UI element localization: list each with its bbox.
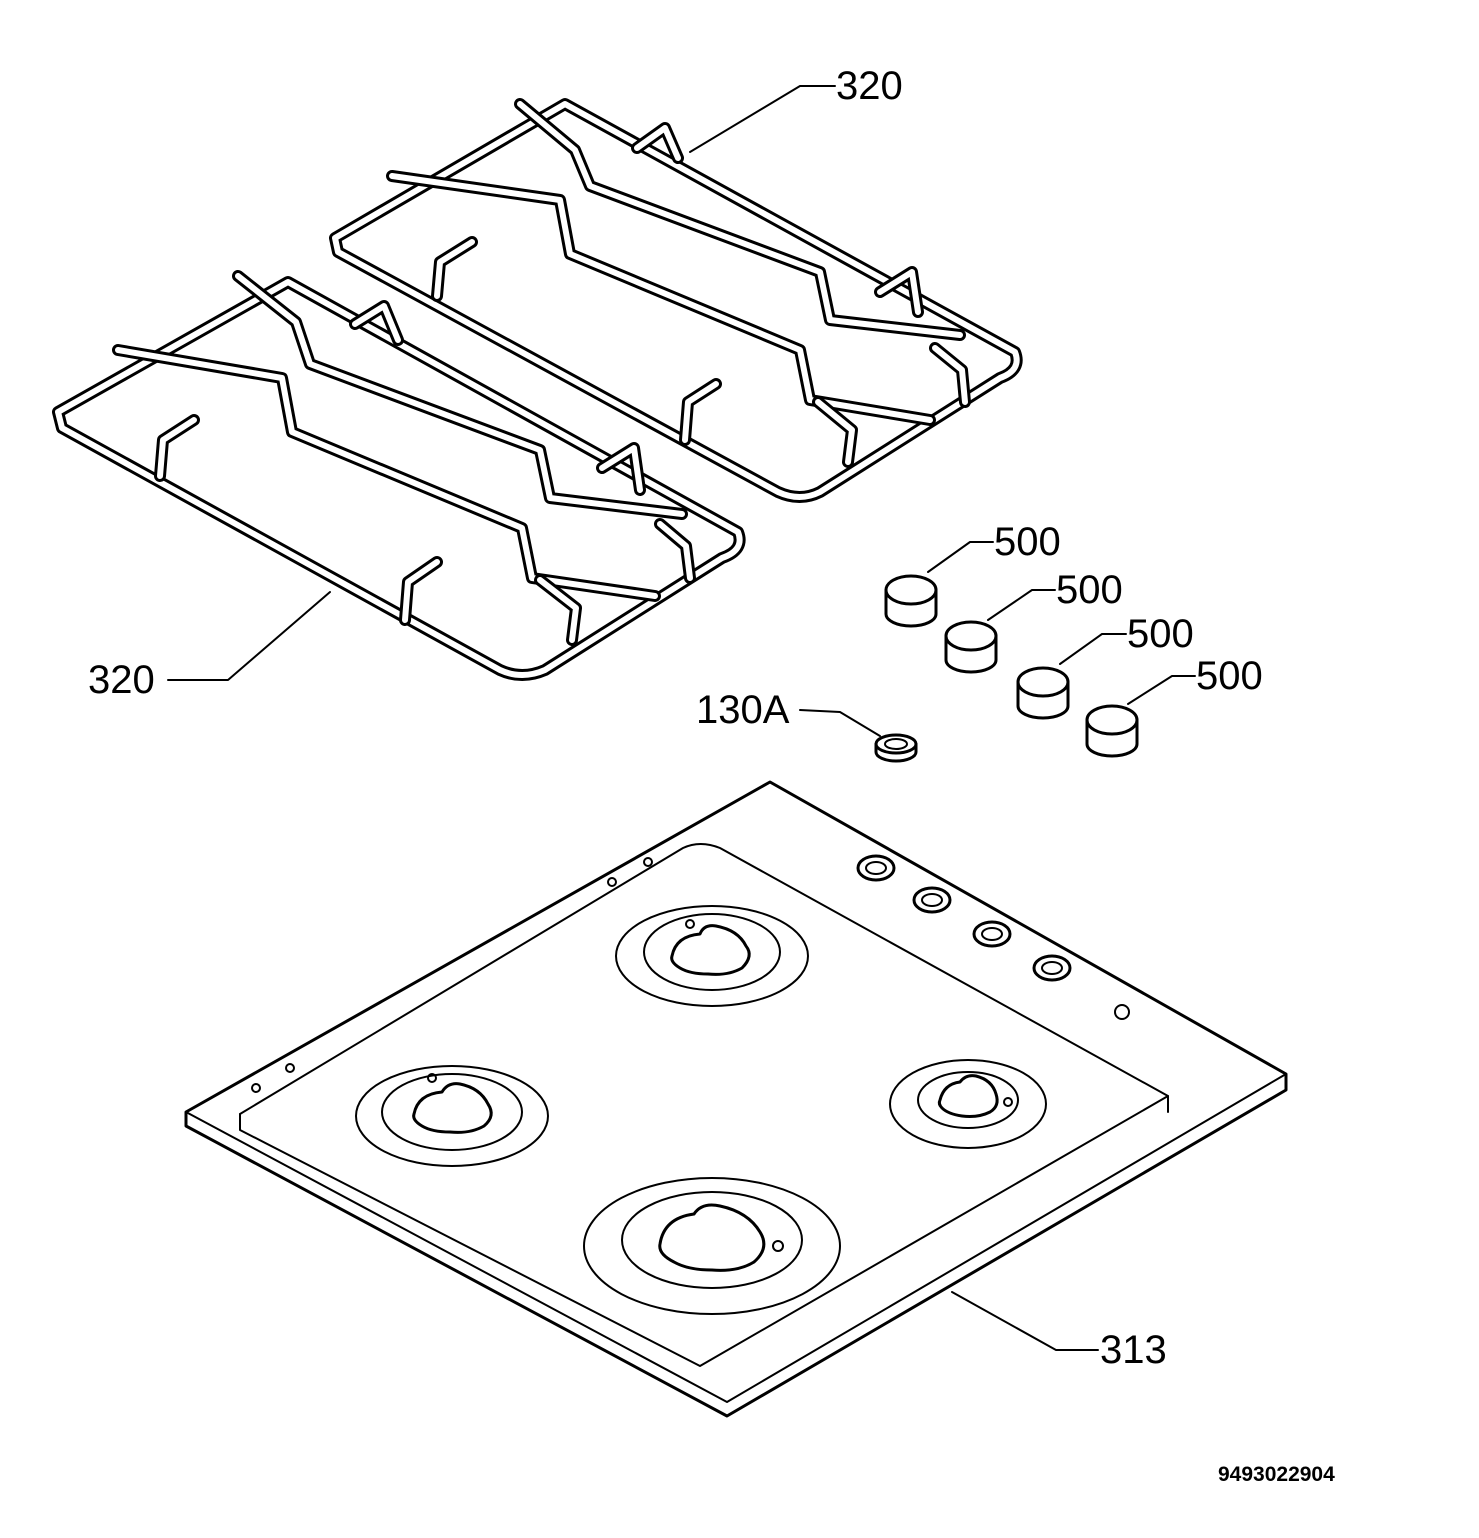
hob-top-plate	[184, 780, 1288, 1418]
leader-hob-top	[951, 1291, 1099, 1351]
leader-seal	[799, 709, 881, 737]
grid-front-wave-bars	[112, 270, 688, 602]
grid-front-fingers	[154, 300, 696, 646]
hob-holes	[251, 857, 1130, 1093]
callout-knob-1: 500	[994, 520, 1061, 564]
pan-support-grid-back	[329, 98, 1023, 503]
control-knob-2	[944, 620, 998, 674]
document-number: 9493022904	[1218, 1463, 1335, 1486]
control-knob-4	[1085, 704, 1139, 758]
burner-well-front	[583, 1177, 841, 1315]
grid-back-frame	[329, 98, 1023, 503]
leader-knob-2	[987, 589, 1056, 621]
callout-grid-left: 320	[88, 658, 155, 702]
leader-grid-top	[689, 85, 836, 153]
grid-back-wave-bars	[386, 98, 966, 426]
callout-knob-2: 500	[1056, 568, 1123, 612]
callout-hob-top: 313	[1100, 1328, 1167, 1372]
grid-back-fingers	[431, 122, 971, 468]
burner-well-left	[355, 1065, 549, 1167]
hob-knob-apertures	[856, 854, 1072, 982]
knob-seal-ring	[874, 733, 918, 763]
leader-knob-1	[927, 541, 994, 573]
control-knob-3	[1016, 666, 1070, 720]
leader-knob-3	[1059, 633, 1127, 665]
burner-well-right	[889, 1059, 1047, 1149]
leader-grid-left	[167, 591, 331, 681]
grid-front-frame	[52, 276, 746, 681]
callout-knob-4: 500	[1196, 654, 1263, 698]
callout-knob-3: 500	[1127, 612, 1194, 656]
burner-well-back	[615, 905, 809, 1007]
callout-grid-top: 320	[836, 64, 903, 108]
leader-lines	[167, 85, 1196, 1351]
leader-knob-4	[1127, 675, 1196, 705]
callout-seal: 130A	[696, 688, 790, 732]
pan-support-grid-front	[52, 270, 746, 681]
control-knob-1	[884, 574, 938, 628]
